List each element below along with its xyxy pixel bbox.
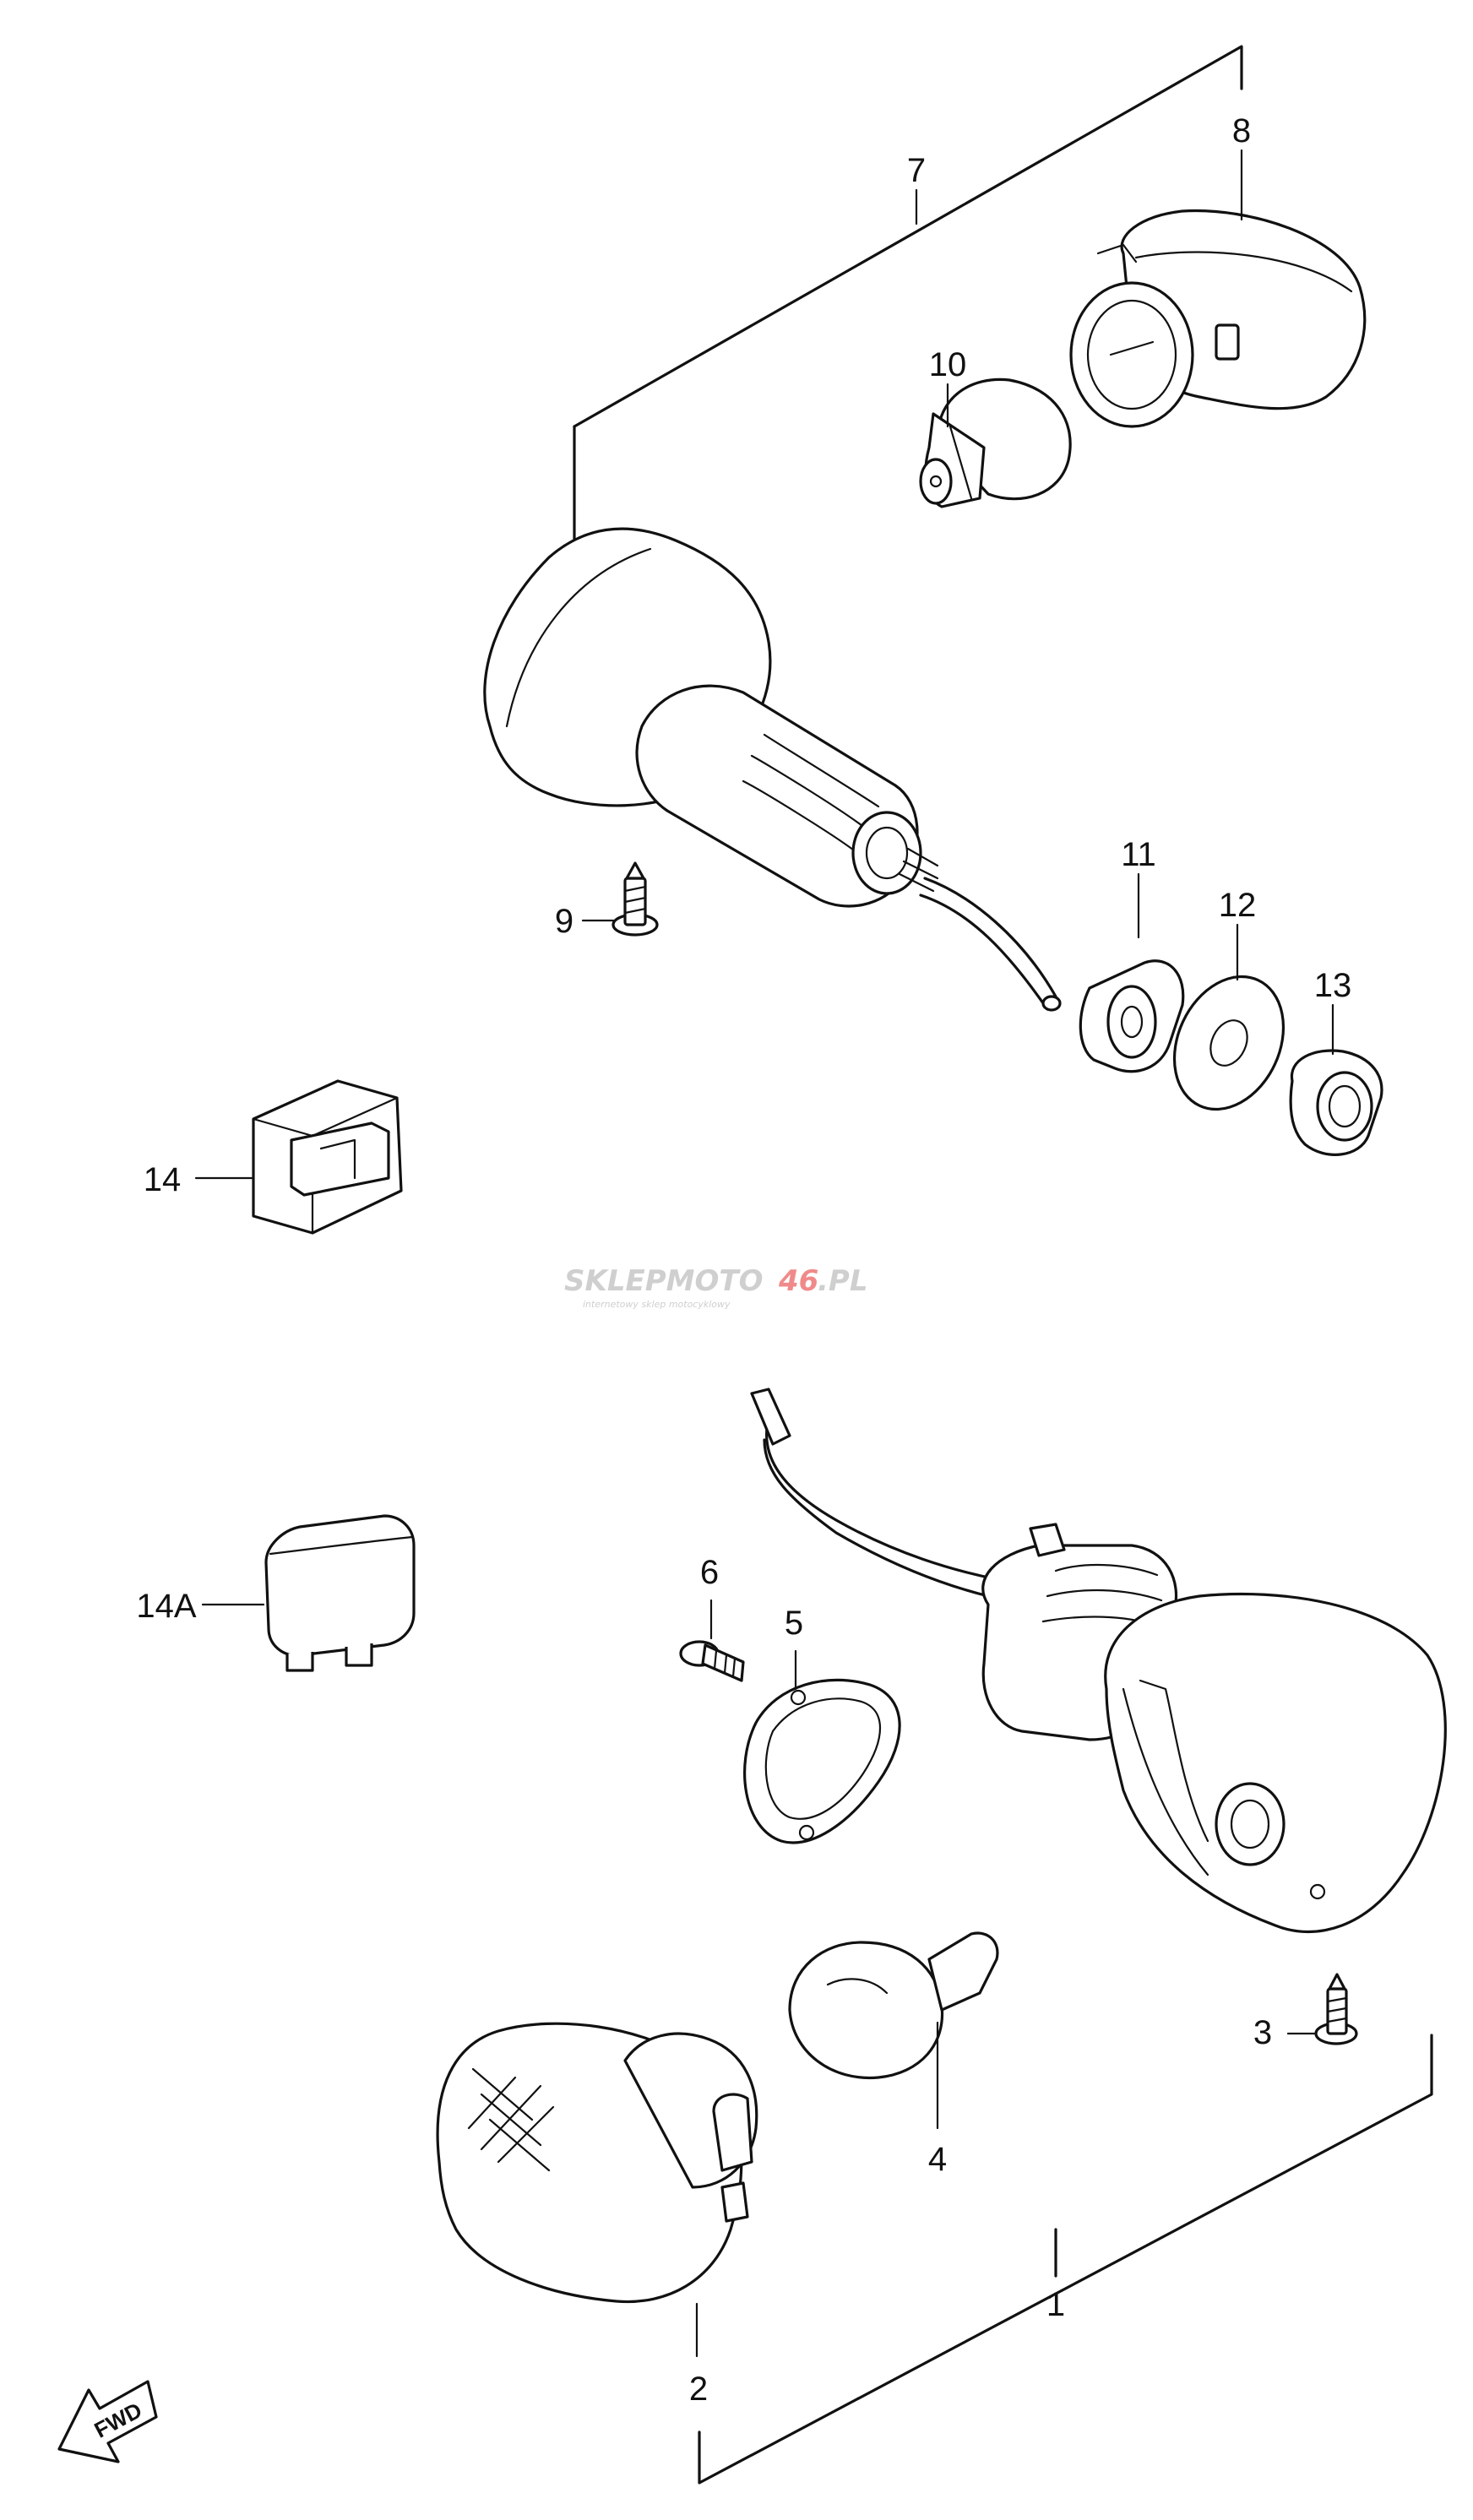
callout-6: 6 xyxy=(700,1554,719,1591)
watermark-brand-a: SKLEPMOTO xyxy=(564,1264,763,1298)
callout-9: 9 xyxy=(555,903,573,940)
nut-11 xyxy=(1079,959,1185,1073)
relay-14a xyxy=(201,1514,416,1672)
collar-13 xyxy=(1289,1049,1383,1156)
callout-4: 4 xyxy=(928,2141,947,2178)
callout-14a: 14A xyxy=(136,1588,196,1625)
callout-12: 12 xyxy=(1219,887,1257,924)
callout-7: 7 xyxy=(907,152,926,189)
relay-14 xyxy=(194,1079,403,1235)
screw-9 xyxy=(581,861,659,937)
callout-10: 10 xyxy=(929,346,967,383)
watermark-brand-b: 46 xyxy=(778,1264,818,1298)
watermark: SKLEPMOTO 46 .PL internetowy sklep motoc… xyxy=(564,1264,868,1310)
housing-1 xyxy=(750,1388,1447,1933)
callout-13: 13 xyxy=(1314,967,1352,1004)
callout-14: 14 xyxy=(144,1161,182,1198)
callout-8: 8 xyxy=(1232,112,1251,149)
gasket-5 xyxy=(743,1649,901,1844)
callout-11: 11 xyxy=(1121,836,1156,873)
housing-7 xyxy=(483,527,1062,1012)
lens-8 xyxy=(1069,209,1367,428)
leader-lines xyxy=(915,149,1334,1056)
callout-5: 5 xyxy=(785,1605,803,1642)
washer-12 xyxy=(1172,975,1285,1111)
watermark-tagline: internetowy sklep motocyklowy xyxy=(583,1299,731,1310)
screw-3 xyxy=(1286,1973,1358,2045)
lens-2 xyxy=(436,2022,758,2358)
callout-2: 2 xyxy=(689,2371,708,2408)
callout-1: 1 xyxy=(1046,2286,1065,2323)
callout-3: 3 xyxy=(1253,2014,1272,2051)
fwd-arrow: FWD xyxy=(57,2380,158,2463)
callout-labels: 1 2 3 4 5 6 7 8 9 10 11 12 13 14 14A xyxy=(136,112,1351,2408)
screw-6 xyxy=(679,1599,745,1682)
bulb-10 xyxy=(919,377,1072,508)
watermark-brand-c: .PL xyxy=(818,1264,868,1298)
bracket-assembly-1 xyxy=(698,2034,1433,2485)
bracket-assembly-7 xyxy=(573,45,1243,542)
bulb-4 xyxy=(788,1931,999,2130)
